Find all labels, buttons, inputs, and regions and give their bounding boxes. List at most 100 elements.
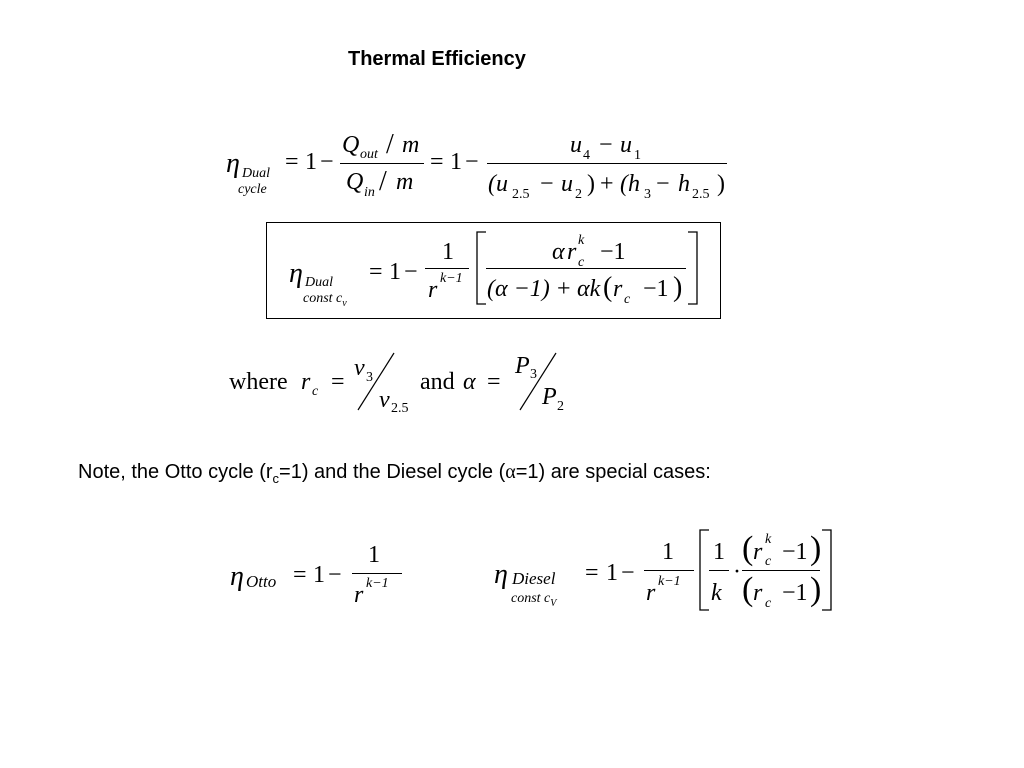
minus-sign: −	[621, 560, 635, 586]
close-paren: )	[810, 571, 822, 608]
fraction-numerator: 1	[662, 539, 674, 565]
fraction-bar	[425, 268, 469, 269]
p-subscript: 3	[530, 367, 537, 382]
close-paren: )	[717, 171, 725, 197]
q-symbol: Q	[342, 132, 360, 158]
h-symbol: h	[678, 171, 690, 197]
fraction-bar	[709, 570, 729, 571]
open-paren: (	[603, 272, 613, 303]
v-subscript: 3	[366, 370, 373, 385]
equals-sign: =	[331, 369, 345, 395]
note-subscript: c	[272, 471, 280, 486]
equals-sign: =	[487, 369, 501, 395]
p-symbol: P	[542, 384, 557, 410]
eta-subscript: Dual	[242, 166, 270, 181]
v-subscript: v	[342, 298, 347, 309]
eta-subscript: Dual	[305, 275, 333, 290]
slash: /	[386, 129, 394, 160]
fraction-bar	[340, 163, 424, 164]
minus-sign: −	[320, 149, 334, 175]
fraction-bar	[742, 570, 820, 571]
r-symbol: r	[646, 580, 656, 606]
eta-symbol: η	[289, 258, 303, 289]
where-text: where	[229, 369, 288, 395]
const-cv-text: const c	[303, 291, 343, 306]
open-paren: (	[742, 530, 754, 567]
note-text: Note, the Otto cycle (rc=1) and the Dies…	[78, 462, 711, 485]
eta-subscript-bottom: const cV	[511, 592, 557, 609]
v-subscript: V	[550, 598, 557, 609]
alpha-symbol: α	[463, 369, 476, 395]
right-bracket	[688, 231, 698, 305]
r-superscript: k	[765, 532, 772, 547]
eta-subscript-bottom: cycle	[238, 182, 267, 197]
fraction-bar	[486, 268, 686, 269]
r-subscript: c	[624, 292, 631, 307]
fraction-bar	[352, 573, 402, 574]
one: 1	[305, 149, 317, 175]
r-symbol: r	[428, 277, 438, 303]
alpha-symbol: α	[552, 239, 565, 265]
fraction-bar	[644, 570, 694, 571]
q-subscript: in	[364, 185, 375, 200]
u-symbol: u	[620, 132, 632, 158]
note-part2: =1) and the Diesel cycle (	[279, 461, 506, 483]
h-subscript: 2.5	[692, 187, 710, 202]
u-symbol: (u	[488, 171, 508, 197]
r-symbol: r	[567, 239, 577, 265]
equals-sign: =	[585, 560, 599, 586]
minus-one: −1	[782, 580, 808, 606]
minus-one: −1	[782, 539, 808, 565]
eta-symbol: η	[494, 559, 508, 590]
diagonal-slash	[357, 352, 395, 411]
eta-subscript: Otto	[246, 572, 277, 591]
u-symbol: u	[570, 132, 582, 158]
plus-sign: +	[557, 276, 571, 302]
plus-sign: +	[600, 171, 614, 197]
close-paren: )	[810, 530, 822, 567]
u-symbol: u	[561, 171, 573, 197]
r-symbol: r	[301, 369, 311, 395]
open-paren: (	[742, 571, 754, 608]
u-subscript: 2.5	[512, 187, 530, 202]
h-subscript: 3	[644, 187, 651, 202]
m-symbol: m	[396, 169, 414, 195]
equals-sign: =	[293, 562, 307, 588]
u-subscript: 2	[575, 187, 582, 202]
r-subscript: c	[578, 255, 585, 270]
m-symbol: m	[402, 132, 420, 158]
eta-subscript: Diesel	[512, 569, 556, 588]
equals-sign: =	[285, 149, 299, 175]
one: 1	[313, 562, 325, 588]
minus-sign: −	[465, 149, 479, 175]
alpha-symbol: α	[505, 461, 516, 483]
left-bracket	[699, 529, 709, 611]
eta-symbol: η	[230, 561, 244, 592]
p-subscript: 2	[557, 399, 564, 414]
close-paren: )	[673, 272, 683, 303]
note-part1: Note, the Otto cycle (r	[78, 461, 273, 483]
fraction-numerator: 1	[442, 239, 454, 265]
one: 1	[606, 560, 618, 586]
u-subscript: 4	[583, 148, 590, 163]
minus-one: −1	[643, 276, 669, 302]
v-symbol: v	[379, 387, 390, 413]
p-symbol: P	[515, 353, 530, 379]
minus-sign: −	[404, 259, 418, 285]
r-exponent: k−1	[366, 576, 389, 591]
r-exponent: k−1	[658, 574, 681, 589]
r-exponent: k−1	[440, 271, 463, 286]
slash: /	[379, 166, 387, 197]
r-symbol: r	[753, 539, 763, 565]
r-superscript: k	[578, 233, 585, 248]
h-symbol: (h	[620, 171, 640, 197]
right-bracket	[822, 529, 832, 611]
eta-subscript-bottom: const cv	[303, 291, 347, 309]
r-symbol: r	[753, 580, 763, 606]
minus-sign: −	[599, 132, 613, 158]
equals-sign: =	[430, 149, 444, 175]
r-symbol: r	[613, 276, 623, 302]
q-subscript: out	[360, 147, 378, 162]
page-title: Thermal Efficiency	[348, 48, 526, 70]
fraction-numerator: 1	[713, 539, 725, 565]
